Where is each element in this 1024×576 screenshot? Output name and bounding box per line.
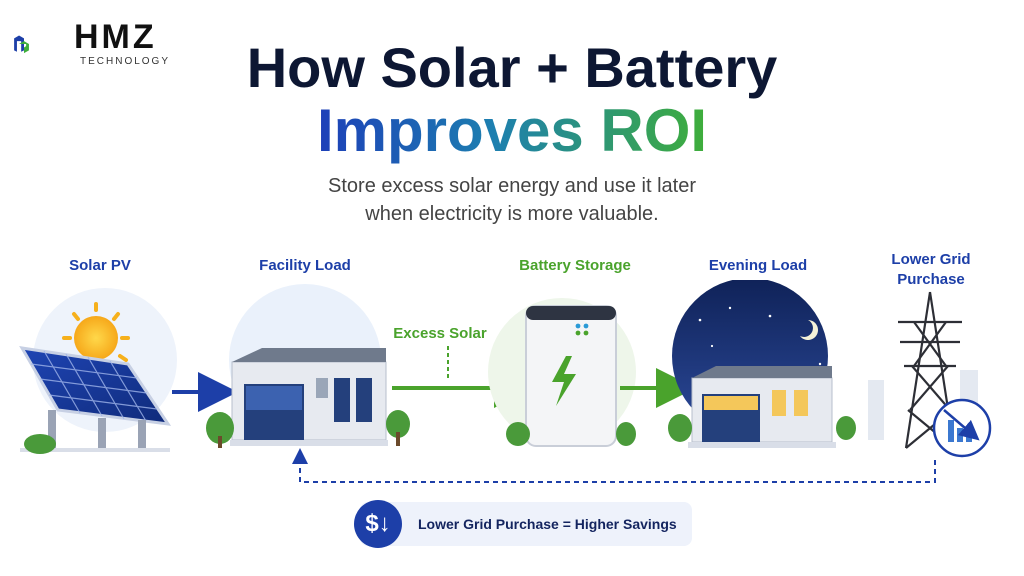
hmz-logo — [14, 35, 29, 54]
label-battery-storage: Battery Storage — [519, 257, 631, 274]
label-excess-solar: Excess Solar — [393, 325, 487, 342]
evening-building-icon — [668, 280, 856, 448]
facility-building-icon — [206, 284, 410, 448]
grid-return-arrow — [292, 448, 936, 483]
label-solar-pv: Solar PV — [69, 257, 131, 274]
label-grid-line-2: Purchase — [897, 271, 965, 288]
subtitle-line-2: when electricity is more valuable. — [365, 203, 659, 225]
solar-panel-icon — [19, 288, 177, 454]
title-line-2: Improves ROI — [0, 96, 1024, 166]
subtitle: Store excess solar energy and use it lat… — [0, 172, 1024, 228]
label-grid-line-1: Lower Grid — [891, 251, 971, 268]
label-evening-load: Evening Load — [708, 257, 808, 274]
callout-text: Lower Grid Purchase = Higher Savings — [418, 516, 677, 532]
savings-callout — [360, 502, 692, 546]
label-facility-load: Facility Load — [259, 257, 351, 274]
sun-icon — [62, 302, 130, 362]
subtitle-line-1: Store excess solar energy and use it lat… — [328, 175, 696, 197]
logo-tagline: TECHNOLOGY — [80, 56, 171, 67]
logo-name: HMZ — [74, 18, 157, 56]
title-line-1: How Solar + Battery — [246, 36, 778, 99]
dollar-down-icon: $↓ — [354, 500, 402, 548]
lightning-bolt-icon — [552, 356, 576, 406]
moon-icon — [800, 320, 818, 340]
label-lower-grid-purchase: Lower Grid Purchase — [866, 250, 996, 290]
battery-storage-icon — [488, 298, 636, 447]
chart-down-icon — [932, 398, 992, 458]
title-line-2-text: Improves ROI — [316, 97, 708, 164]
flow-illustration — [19, 280, 992, 483]
